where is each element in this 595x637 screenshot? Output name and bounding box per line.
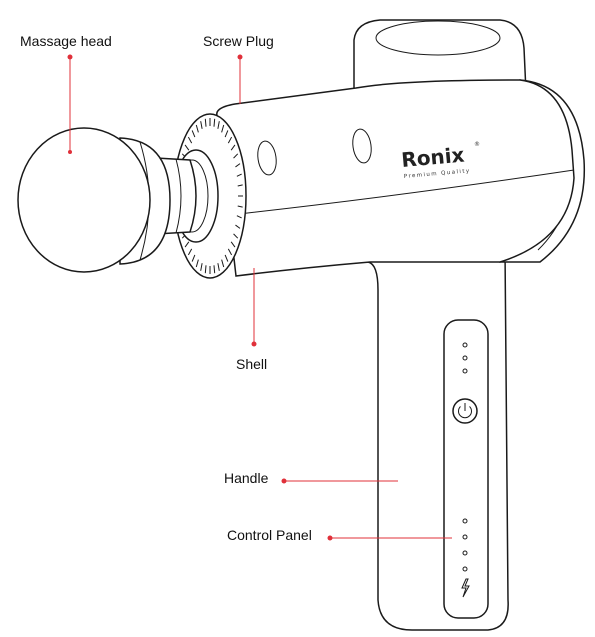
screw-plug-rib xyxy=(217,263,220,271)
control-panel xyxy=(443,319,489,619)
indicator-light xyxy=(462,566,468,572)
screw-plug-rib xyxy=(236,215,242,219)
indicator-light xyxy=(462,342,468,348)
massage-head-leader-end xyxy=(68,150,72,154)
screw-plug-rib xyxy=(235,224,241,229)
shaft-line xyxy=(175,158,182,234)
shell-vent-1 xyxy=(257,140,277,176)
screw-plug-rib xyxy=(235,163,241,168)
indicator-light xyxy=(462,518,468,524)
screw-plug-rib xyxy=(204,265,207,274)
screw-plug-rib xyxy=(230,241,236,248)
screw-plug-rib xyxy=(237,205,243,208)
screw-plug-label: Screw Plug xyxy=(203,33,274,49)
screw-plug-rib xyxy=(224,130,229,138)
indicator-light xyxy=(462,355,468,361)
screw-plug-leader-dot xyxy=(237,54,243,60)
screw-plug-rib xyxy=(227,248,233,256)
indicator-light xyxy=(462,534,468,540)
screw-plug-rib xyxy=(200,121,203,129)
screw-plug-rib xyxy=(221,259,225,268)
shell-vent-2 xyxy=(352,128,372,164)
screw-plug-rib xyxy=(191,254,196,262)
screw-plug-rib xyxy=(200,263,203,271)
screw-plug-rib xyxy=(227,136,233,144)
power-icon xyxy=(458,406,472,419)
massage-head-label: Massage head xyxy=(20,33,112,49)
screw-plug-rib xyxy=(204,118,207,127)
handle-leader-dot xyxy=(281,478,287,484)
brand-name: Ronix xyxy=(400,143,465,172)
screw-plug-rib xyxy=(191,130,196,138)
shell-body xyxy=(216,79,575,277)
screw-plug-rib xyxy=(236,173,242,177)
rear-grip xyxy=(353,19,527,93)
screw-plug-rib xyxy=(213,265,216,274)
screw-plug-rib xyxy=(224,254,229,262)
top-cap xyxy=(375,20,501,56)
screw-plug-rib xyxy=(230,144,236,151)
screw-plug-rib xyxy=(184,144,190,151)
power-button[interactable] xyxy=(452,398,478,424)
handle-label: Handle xyxy=(224,470,269,486)
brand-registered-mark: ® xyxy=(474,141,480,148)
screw-plug-rib xyxy=(217,121,220,129)
control-panel-label: Control Panel xyxy=(227,527,312,543)
massage-head-leader-dot xyxy=(67,54,73,60)
shell-seam xyxy=(237,169,575,215)
screw-plug-rib xyxy=(221,124,225,133)
screw-plug-rib xyxy=(184,241,190,248)
screw-plug-rib xyxy=(237,184,243,187)
upper-indicators xyxy=(462,342,468,374)
indicator-light xyxy=(462,368,468,374)
brand-tagline: Premium Quality xyxy=(404,168,471,180)
shell-label: Shell xyxy=(236,356,267,372)
lightning-icon xyxy=(461,578,470,598)
screw-plug-rib xyxy=(195,259,199,268)
indicator-light xyxy=(462,550,468,556)
screw-plug-rib xyxy=(213,118,216,127)
screw-plug-rib xyxy=(187,136,193,144)
massage-head xyxy=(17,127,151,273)
screw-plug-rib xyxy=(187,248,193,256)
screw-plug-rib xyxy=(195,124,199,133)
screw-plug-rib xyxy=(233,153,239,159)
screw-plug-rib xyxy=(233,233,239,239)
shell-leader-dot xyxy=(251,341,257,347)
lower-indicators xyxy=(462,518,468,572)
control-panel-leader-dot xyxy=(327,535,333,541)
